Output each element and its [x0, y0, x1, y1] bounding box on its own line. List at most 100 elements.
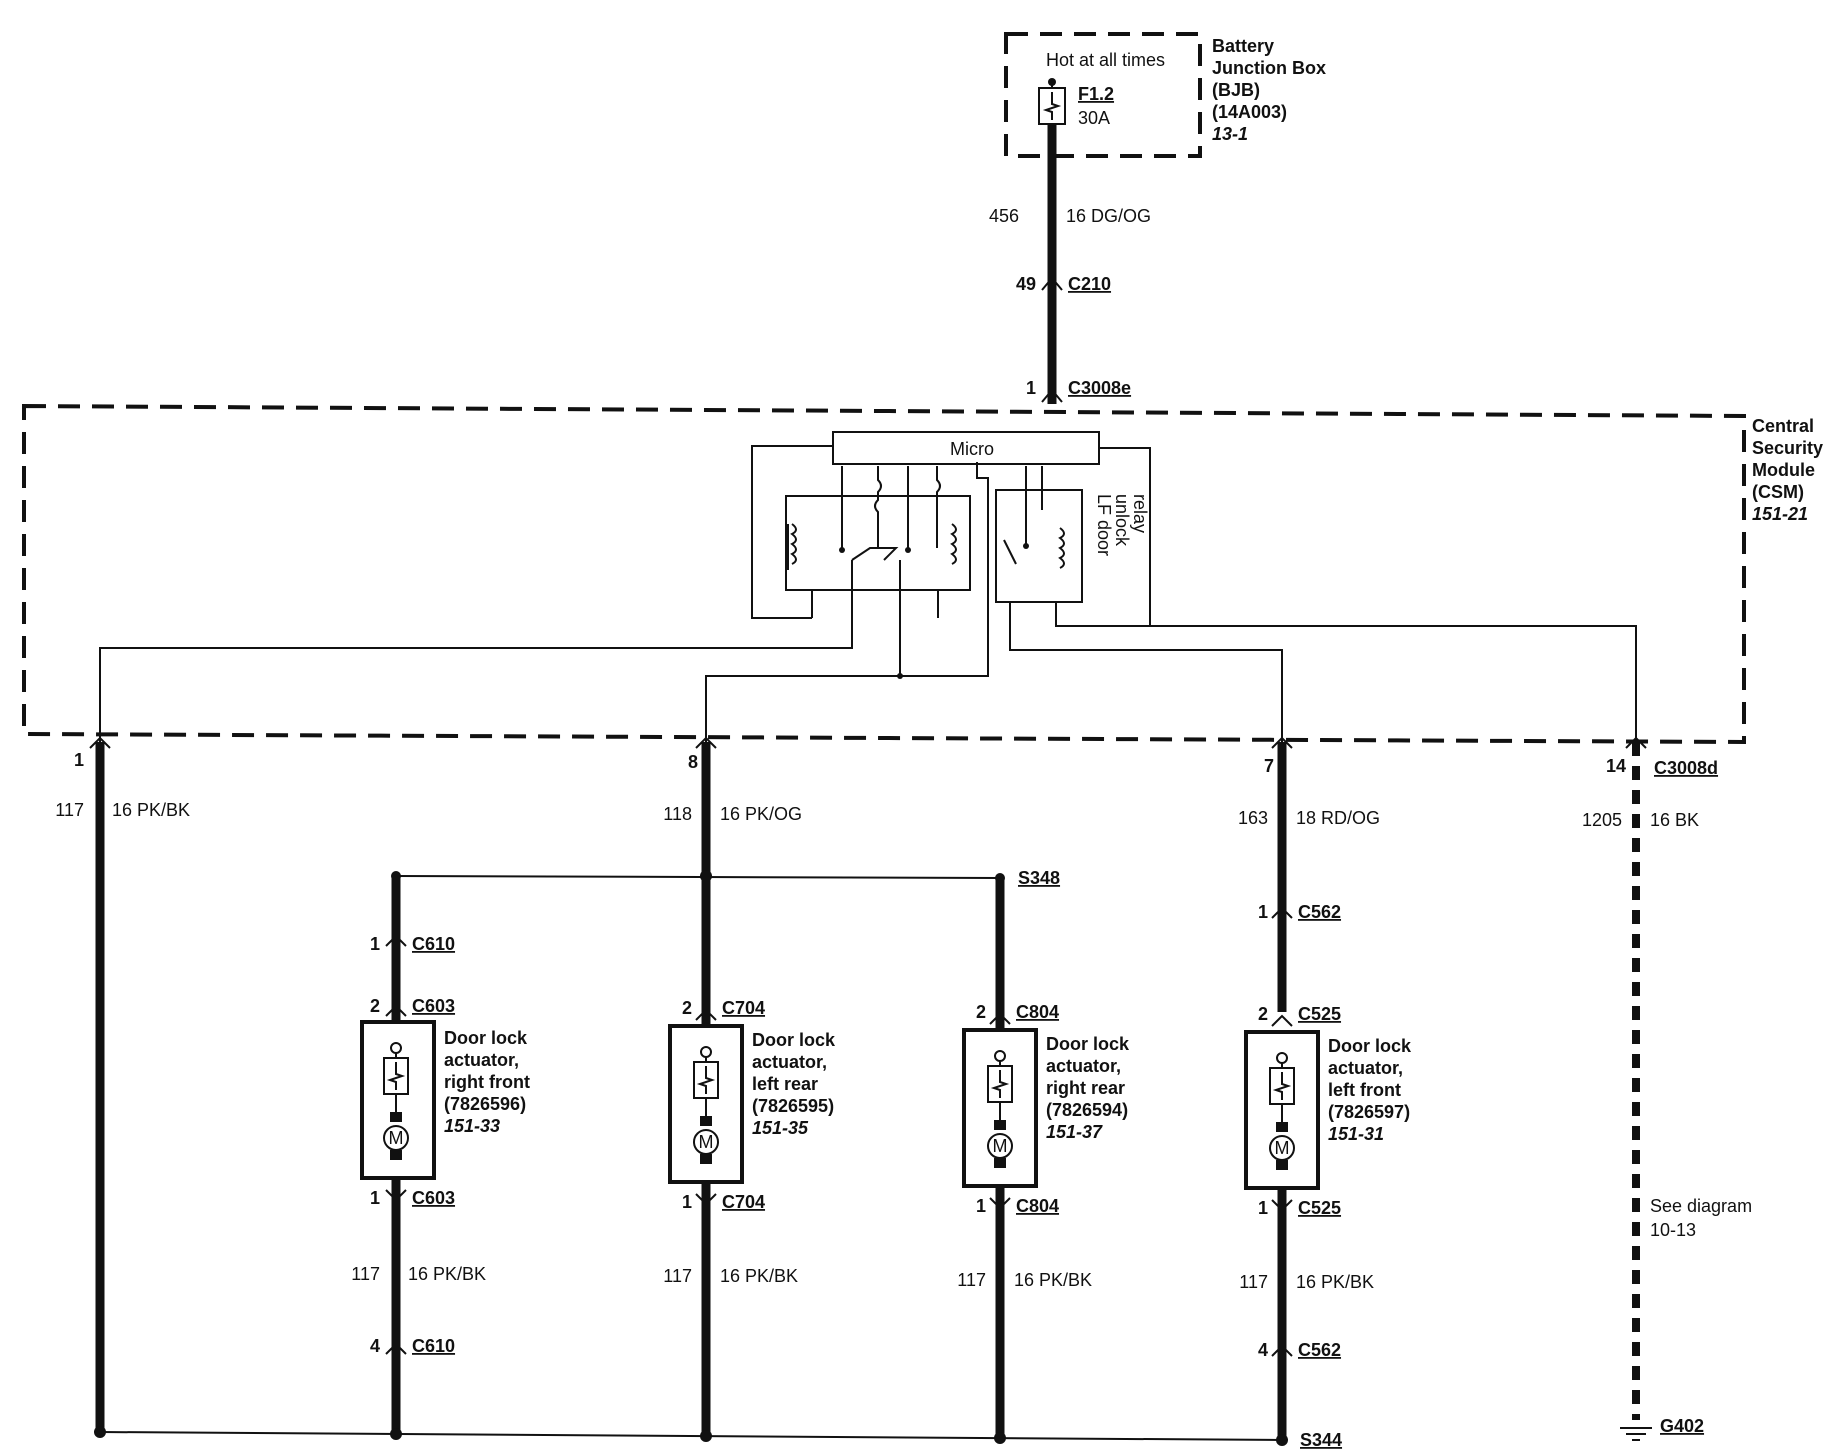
wire-label-2-spec: 16 PK/OG [720, 804, 802, 824]
s348-bus [395, 875, 1001, 879]
a1-c610-name: C610 [412, 934, 455, 954]
fuse-name: F1.2 [1078, 84, 1114, 104]
a4-lower-name: C525 [1298, 1198, 1341, 1218]
a1-upper-pin: 2 [370, 996, 380, 1016]
wire-label-1-spec: 16 PK/BK [112, 800, 190, 820]
micro-label: Micro [950, 439, 994, 459]
a3-wire-circuit: 117 [957, 1270, 986, 1290]
fuse-element-icon [1042, 92, 1062, 120]
fuse-rating: 30A [1078, 108, 1110, 128]
c562-lower-icon [1271, 1344, 1293, 1357]
s344-bus [99, 1431, 1283, 1441]
s348-label: S348 [1018, 868, 1060, 888]
c610-lower-icon [385, 1342, 407, 1355]
a2-line1: Door lock [752, 1030, 836, 1050]
a3-line3: right rear [1046, 1078, 1125, 1098]
c704-lower-icon [695, 1193, 717, 1206]
csm-title-1: Central [1752, 416, 1814, 436]
feed-wire-spec: 16 DG/OG [1066, 206, 1151, 226]
a4-line2: actuator, [1328, 1058, 1403, 1078]
a2-wire-spec: 16 PK/BK [720, 1266, 798, 1286]
a1-line3: right front [444, 1072, 530, 1092]
c3008e-pin: 1 [1026, 378, 1036, 398]
feed-wire-circuit: 456 [989, 206, 1019, 226]
csm-pin-8: 8 [688, 752, 698, 772]
c210-connector-icon [1041, 276, 1063, 291]
a2-line2: actuator, [752, 1052, 827, 1072]
svg-text:M: M [699, 1132, 714, 1152]
c525-upper-icon [1271, 1014, 1293, 1027]
unlock-relay-switch [1003, 539, 1017, 565]
pin8-connector-icon [695, 736, 717, 749]
wire-label-4-circuit: 1205 [1582, 810, 1622, 830]
relay-switch-contacts [851, 547, 899, 561]
a2-ref: 151-35 [752, 1118, 809, 1138]
a1-line1: Door lock [444, 1028, 528, 1048]
csm-route-pin7 [1009, 602, 1283, 742]
a2-upper-name: C704 [722, 998, 765, 1018]
a1-upper-name: C603 [412, 996, 455, 1016]
bjb-title-1: Battery [1212, 36, 1274, 56]
a3-line4: (7826594) [1046, 1100, 1128, 1120]
relay-label-1: LF door [1094, 494, 1114, 556]
csm-pin-1: 1 [74, 750, 84, 770]
a1-line2: actuator, [444, 1050, 519, 1070]
a3-lower-pin: 1 [976, 1196, 986, 1216]
a4-ref: 151-31 [1328, 1124, 1384, 1144]
svg-text:M: M [993, 1136, 1008, 1156]
a3-upper-pin: 2 [976, 1002, 986, 1022]
a3-upper-name: C804 [1016, 1002, 1059, 1022]
s344-junction [1276, 1434, 1288, 1446]
bjb-title-2: Junction Box [1212, 58, 1326, 78]
svg-text:M: M [1275, 1138, 1290, 1158]
bjb-title-4: (14A003) [1212, 102, 1287, 122]
wire-label-2-circuit: 118 [663, 804, 692, 824]
csm-pin-7: 7 [1264, 756, 1274, 776]
bjb-hot-label: Hot at all times [1046, 50, 1165, 70]
a1-ref: 151-33 [444, 1116, 500, 1136]
csm-boundary [22, 403, 1746, 745]
csm-route-pin14 [1055, 602, 1637, 742]
left-relay-coil-icon [790, 523, 797, 565]
a4-bottom-name: C562 [1298, 1340, 1341, 1360]
svg-text:M: M [389, 1128, 404, 1148]
a2-line3: left rear [752, 1074, 818, 1094]
wire-label-3-circuit: 163 [1238, 808, 1268, 828]
bjb-boundary [1004, 32, 1202, 158]
a4-line1: Door lock [1328, 1036, 1412, 1056]
csm-title-4: (CSM) [1752, 482, 1804, 502]
a1-line4: (7826596) [444, 1094, 526, 1114]
a2-line4: (7826595) [752, 1096, 834, 1116]
csm-title-3: Module [1752, 460, 1815, 480]
relay-label-3: relay [1130, 494, 1150, 533]
csm-ref: 151-21 [1752, 504, 1808, 524]
a1-lower-pin: 1 [370, 1188, 380, 1208]
pin14-connector-icon [1625, 736, 1647, 749]
a3-lower-name: C804 [1016, 1196, 1059, 1216]
pin1-connector-icon [89, 736, 111, 749]
see-diagram-2: 10-13 [1650, 1220, 1696, 1240]
c562-top-name: C562 [1298, 902, 1341, 922]
a3-wire-spec: 16 PK/BK [1014, 1270, 1092, 1290]
a2-lower-pin: 1 [682, 1192, 692, 1212]
c804-lower-icon [989, 1197, 1011, 1210]
c704-upper-icon [695, 1008, 717, 1021]
s344-label: S344 [1300, 1430, 1342, 1450]
relay-label-group: LF door unlock relay [1094, 494, 1150, 556]
csm-title-2: Security [1752, 438, 1823, 458]
a1-bottom-pin: 4 [370, 1336, 380, 1356]
g402-label: G402 [1660, 1416, 1704, 1436]
csm-pin-14: 14 [1606, 756, 1626, 776]
a4-upper-pin: 2 [1258, 1004, 1268, 1024]
see-diagram-1: See diagram [1650, 1196, 1752, 1216]
a4-line3: left front [1328, 1080, 1401, 1100]
a2-lower-name: C704 [722, 1192, 765, 1212]
a4-wire-spec: 16 PK/BK [1296, 1272, 1374, 1292]
right-relay-coil-icon [950, 523, 957, 565]
c562-top-pin: 1 [1258, 902, 1268, 922]
bjb-title-3: (BJB) [1212, 80, 1260, 100]
a2-upper-pin: 2 [682, 998, 692, 1018]
c3008d-name: C3008d [1654, 758, 1718, 778]
